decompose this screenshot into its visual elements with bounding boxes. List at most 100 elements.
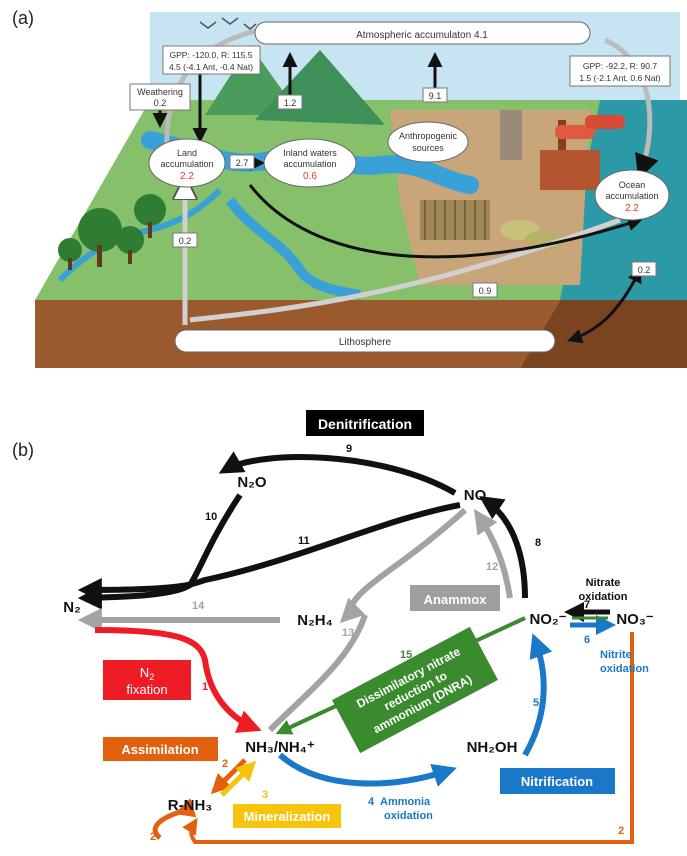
- ocean-flux-line2: 1.5 (-2.1 Ant, 0.6 Nat): [579, 73, 660, 83]
- arrow-12-no2-to-no: [473, 509, 513, 599]
- n2-fixation-line1: N2: [140, 665, 154, 682]
- arrow-8-no2-to-no: [479, 496, 528, 599]
- arrow-2-loop: [152, 798, 197, 840]
- arrow-10-n2o-to-n2: [77, 493, 243, 610]
- num-12: 12: [486, 561, 498, 573]
- species-no2: NO₂⁻: [529, 611, 566, 628]
- arrow-1-n2-fixation: [94, 627, 262, 733]
- species-n2: N₂: [63, 599, 81, 616]
- car-2: [585, 115, 625, 129]
- species-no3: NO₃⁻: [616, 611, 653, 628]
- panel-a-label: (a): [12, 8, 34, 28]
- ocean-accumulation-label2: accumulation: [605, 191, 658, 201]
- birds: [199, 17, 257, 30]
- n2-fixation-box: [103, 660, 191, 700]
- nitrite-oxidation-line2: oxidation: [600, 663, 649, 675]
- dnra-line2: reduction to: [382, 668, 450, 713]
- anthropogenic-node: [387, 121, 469, 163]
- num-2-assim: 2: [222, 758, 228, 770]
- ocean-accumulation-label1: Ocean: [619, 180, 646, 190]
- arrow-2-assimilation: [210, 758, 247, 795]
- num-11: 11: [298, 535, 310, 547]
- num-7: 7: [584, 599, 590, 611]
- anthropogenic-label2: sources: [412, 143, 444, 153]
- arrow-2-nitrate-to-organic: [182, 632, 634, 844]
- num-2-nitrate: 2: [618, 825, 624, 837]
- assimilation-box: [103, 737, 218, 761]
- species-no: NO: [464, 487, 487, 504]
- factory: [540, 150, 600, 190]
- num-3: 3: [262, 789, 268, 801]
- nitrate-oxidation-line2: oxidation: [579, 591, 628, 603]
- anammox-box: [410, 585, 500, 611]
- panel-b-label: (b): [12, 440, 34, 460]
- arrow-ocean-lithos: [567, 267, 642, 344]
- land-accumulation-value: 2.2: [180, 171, 194, 182]
- mineralization-box: [233, 804, 341, 828]
- dnra-line1: Dissimilatory nitrate: [354, 644, 463, 711]
- ammonia-oxidation-line2: oxidation: [384, 810, 433, 822]
- num-10: 10: [205, 511, 217, 523]
- species-rnh3: R-NH₃: [168, 797, 212, 814]
- land-accumulation-label2: accumulation: [160, 159, 213, 169]
- num-14: 14: [192, 600, 205, 612]
- value-box-0-2-land: [172, 232, 198, 248]
- inland-waters-label1: Inland waters: [283, 148, 337, 158]
- nitrification-box: [500, 768, 615, 794]
- ocean-flux-box: [569, 55, 671, 87]
- value-box-9-1: [422, 87, 448, 103]
- arrow-3-mineralization: [220, 760, 257, 797]
- land-accumulation-node: [148, 138, 226, 188]
- atmospheric-label: Atmospheric accumulaton 4.1: [356, 30, 488, 41]
- arc-lithos-ocean: [189, 217, 621, 323]
- species-nh3: NH₃/NH₄⁺: [245, 739, 315, 756]
- land-flux-line1: GPP: -120.0, R: 115.5: [170, 50, 253, 60]
- land-accumulation-label1: Land: [177, 148, 197, 158]
- nitrification-label: Nitrification: [521, 774, 593, 789]
- nitrate-oxidation-line1: Nitrate: [586, 577, 621, 589]
- arrow-11-no-to-n2: [77, 502, 461, 602]
- land-flux-box: [162, 45, 261, 75]
- land-flux-line2: 4.5 (-4.1 Ant, -0.4 Nat): [169, 62, 253, 72]
- crops: [420, 200, 565, 250]
- car-1: [555, 125, 595, 139]
- value-0-2-ocean: 0.2: [638, 265, 651, 275]
- assimilation-label: Assimilation: [121, 742, 198, 757]
- num-4: 4: [368, 796, 375, 808]
- value-box-2-7: [229, 154, 255, 170]
- anammox-label: Anammox: [424, 592, 488, 607]
- lithosphere-label: Lithosphere: [339, 337, 392, 348]
- value-box-0-9: [472, 282, 498, 298]
- ocean-accumulation-node: [594, 169, 670, 221]
- value-box-0-2-ocean: [631, 261, 657, 277]
- arrow-15-dnra: [275, 616, 526, 735]
- num-6: 6: [584, 634, 590, 646]
- arrow-13-nh3-branch: [267, 614, 368, 733]
- num-1: 1: [202, 681, 208, 693]
- num-8: 8: [535, 537, 541, 549]
- weathering-label: Weathering: [137, 87, 183, 97]
- species-n2h4: N₂H₄: [297, 612, 332, 629]
- value-0-2-land: 0.2: [179, 236, 192, 246]
- nitrite-oxidation-line1: Nitrite: [600, 649, 632, 661]
- value-box-1-2: [277, 94, 303, 110]
- num-13: 13: [342, 627, 354, 639]
- inland-waters-value: 0.6: [303, 171, 317, 182]
- ocean-accumulation-value: 2.2: [625, 203, 639, 214]
- weathering-box: [129, 83, 191, 111]
- arc-atmos-ocean: [603, 37, 659, 180]
- arrow-5-nh2oh-to-no2: [522, 633, 553, 757]
- weathering-value: 0.2: [154, 98, 167, 108]
- dnra-box: Dissimilatory nitrate reduction to ammon…: [332, 626, 498, 754]
- arc-inland-ocean: [248, 184, 643, 259]
- tree-group: [58, 194, 166, 270]
- dnra-line3: ammonium (DNRA): [371, 672, 475, 736]
- species-nh2oh: NH₂OH: [467, 739, 518, 756]
- river-lower: [225, 197, 361, 300]
- num-5: 5: [533, 697, 539, 709]
- num-15: 15: [400, 649, 412, 661]
- mineralization-label: Mineralization: [244, 809, 331, 824]
- num-9: 9: [346, 443, 352, 455]
- ocean-flux-line1: GPP: -92.2, R: 90.7: [583, 61, 657, 71]
- value-0-9: 0.9: [479, 286, 492, 296]
